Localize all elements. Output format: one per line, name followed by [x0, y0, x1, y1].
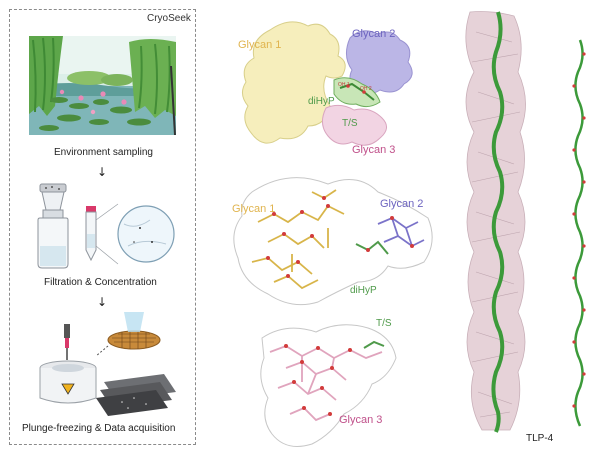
density-oh2-label: OH 2: [360, 86, 372, 92]
cryoseek-title: CryoSeek: [147, 13, 191, 24]
model-glycan3-label: Glycan 3: [339, 414, 383, 426]
tlp4-backbone: [572, 39, 586, 427]
plunge-freezing-illustration: [39, 312, 176, 416]
density-glycan1-label: Glycan 1: [238, 39, 282, 51]
step-plunge-freezing-data-acquisition: Plunge-freezing & Data acquisition: [22, 423, 176, 434]
tlp4-filament-with-glycans: [465, 11, 526, 433]
glycan3-model: [260, 324, 397, 447]
model-glycan1-label: Glycan 1: [232, 203, 276, 215]
density-glycan3-label: Glycan 3: [352, 144, 396, 156]
model-dihyp-label: diHyP: [350, 285, 377, 296]
cryoseek-workflow-panel: [9, 9, 196, 445]
filtration-illustration: [37, 183, 175, 269]
filament-name-label: TLP-4: [526, 433, 554, 444]
atomic-model: [233, 177, 433, 306]
density-map: [242, 21, 413, 146]
density-oh1-label: OH 1: [338, 82, 350, 88]
pond-illustration: [29, 36, 176, 136]
arrow-down-icon: ↓: [97, 295, 108, 309]
arrow-down-icon: ↓: [97, 165, 108, 179]
model-glycan2-label: Glycan 2: [380, 198, 424, 210]
density-ts-label: T/S: [342, 118, 358, 129]
step-environment-sampling: Environment sampling: [54, 147, 153, 158]
step-filtration-concentration: Filtration & Concentration: [44, 277, 157, 288]
model-ts-label: T/S: [376, 318, 392, 329]
density-dihyp-label: diHyP: [308, 96, 335, 107]
density-glycan2-label: Glycan 2: [352, 28, 396, 40]
